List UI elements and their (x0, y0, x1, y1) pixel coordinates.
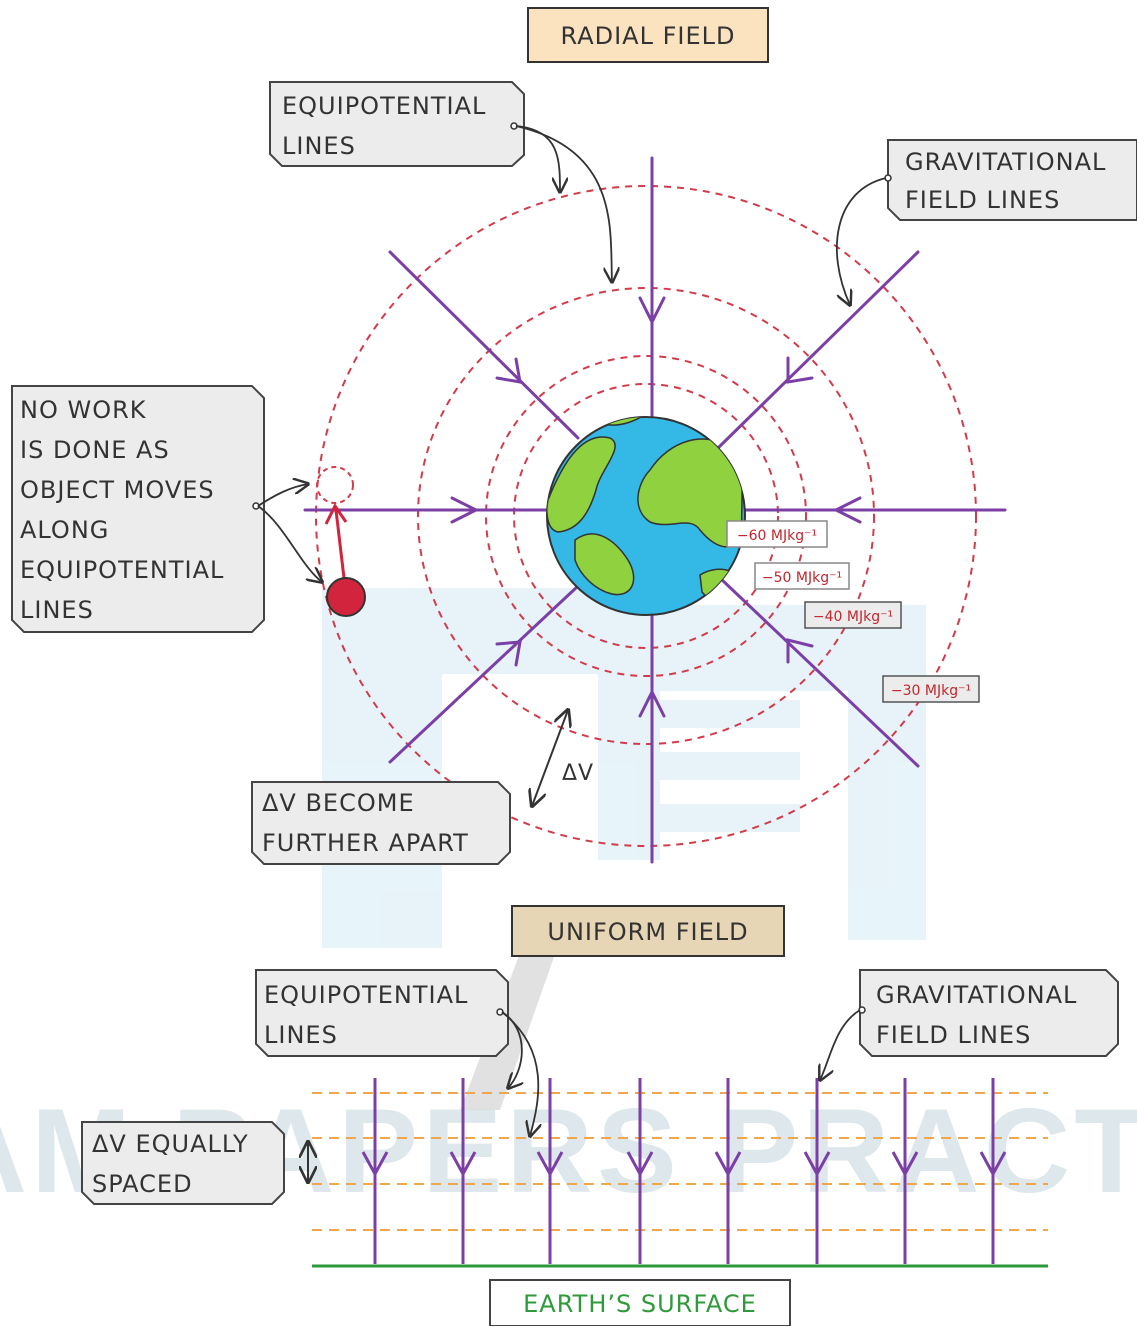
svg-text:UNIFORM FIELD: UNIFORM FIELD (547, 918, 748, 946)
uniform-field-title: UNIFORM FIELD (512, 906, 784, 956)
delta-v-radial-arrow (532, 710, 568, 806)
earth-surface-label: EARTH’S SURFACE (490, 1280, 790, 1326)
svg-text:IS DONE AS: IS DONE AS (20, 436, 170, 464)
potential-tag-50: −50 MJkg⁻¹ (755, 563, 849, 589)
object-target-position (317, 467, 353, 503)
object-ball (327, 578, 365, 616)
svg-text:FIELD LINES: FIELD LINES (905, 186, 1060, 214)
radial-field-title: RADIAL FIELD (528, 8, 768, 62)
svg-text:EQUIPOTENTIAL: EQUIPOTENTIAL (264, 981, 468, 1009)
no-work-callout: NO WORK IS DONE AS OBJECT MOVES ALONG EQ… (12, 386, 322, 632)
svg-text:FURTHER APART: FURTHER APART (262, 829, 469, 857)
svg-text:ALONG: ALONG (20, 516, 109, 544)
svg-text:−50 MJkg⁻¹: −50 MJkg⁻¹ (762, 570, 842, 586)
svg-text:−40 MJkg⁻¹: −40 MJkg⁻¹ (813, 609, 893, 625)
radial-field-lines-callout: GRAVITATIONAL FIELD LINES (837, 140, 1137, 305)
earth (547, 402, 745, 615)
svg-text:−30 MJkg⁻¹: −30 MJkg⁻¹ (891, 683, 971, 699)
svg-text:EQUIPOTENTIAL: EQUIPOTENTIAL (282, 92, 486, 120)
svg-text:FIELD LINES: FIELD LINES (876, 1021, 1031, 1049)
svg-text:ΔV BECOME: ΔV BECOME (262, 789, 415, 817)
delta-v-uniform-callout: ΔV EQUALLY SPACED (82, 1122, 308, 1204)
svg-text:LINES: LINES (20, 596, 94, 624)
uniform-field-lines-callout: GRAVITATIONAL FIELD LINES (820, 970, 1118, 1080)
object-move-arrow (336, 510, 344, 578)
potential-tag-30: −30 MJkg⁻¹ (883, 676, 979, 702)
svg-text:−60 MJkg⁻¹: −60 MJkg⁻¹ (737, 528, 817, 544)
svg-text:OBJECT MOVES: OBJECT MOVES (20, 476, 215, 504)
potential-tag-60: −60 MJkg⁻¹ (727, 521, 827, 547)
potential-tag-40: −40 MJkg⁻¹ (805, 602, 901, 628)
svg-text:SPACED: SPACED (92, 1170, 193, 1198)
svg-text:EARTH’S SURFACE: EARTH’S SURFACE (523, 1290, 757, 1318)
svg-text:ΔV EQUALLY: ΔV EQUALLY (92, 1130, 249, 1158)
field-line-top-right (718, 252, 918, 448)
svg-text:LINES: LINES (282, 132, 356, 160)
svg-text:ΔV: ΔV (562, 761, 594, 786)
svg-text:GRAVITATIONAL: GRAVITATIONAL (876, 981, 1077, 1009)
svg-text:GRAVITATIONAL: GRAVITATIONAL (905, 148, 1106, 176)
field-arrow-head (788, 358, 812, 382)
radial-equipotential-callout: EQUIPOTENTIAL LINES (270, 82, 612, 282)
svg-text:NO WORK: NO WORK (20, 396, 147, 424)
field-line-top-left (390, 252, 578, 438)
svg-text:LINES: LINES (264, 1021, 338, 1049)
svg-text:RADIAL FIELD: RADIAL FIELD (561, 22, 736, 50)
svg-text:EQUIPOTENTIAL: EQUIPOTENTIAL (20, 556, 224, 584)
